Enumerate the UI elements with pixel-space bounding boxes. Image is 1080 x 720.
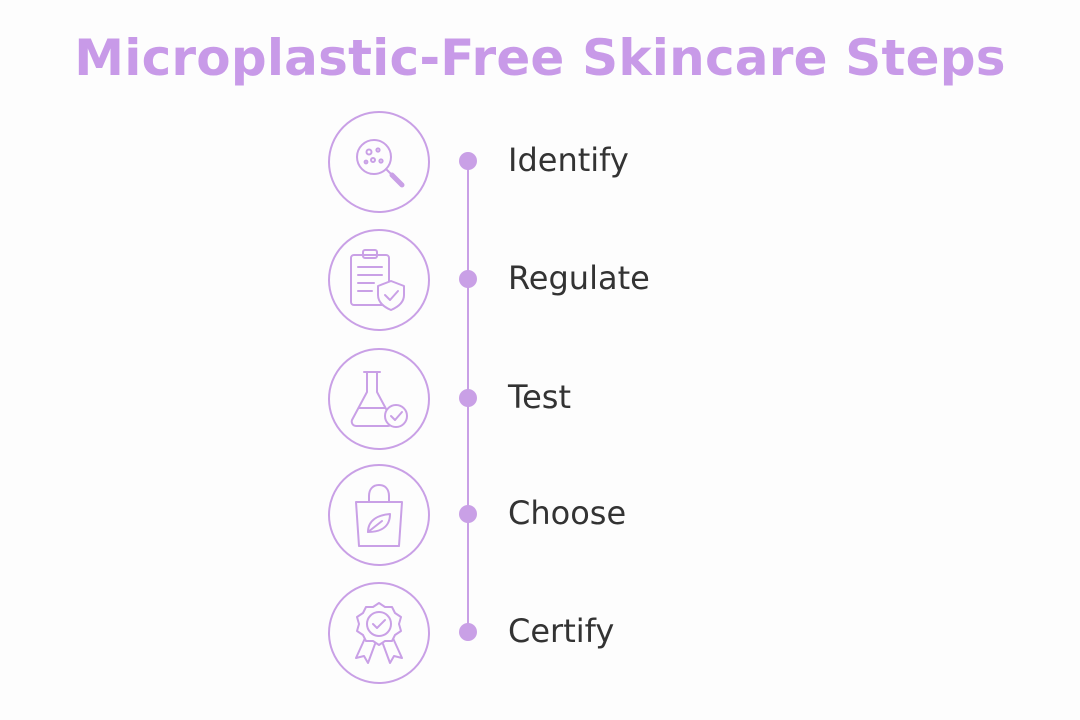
flask-check-icon	[350, 371, 408, 428]
timeline-dot	[459, 152, 477, 170]
timeline-dot	[459, 389, 477, 407]
leaf-bag-icon	[355, 484, 403, 547]
clipboard-shield-icon	[350, 249, 405, 311]
step-label: Choose	[508, 494, 627, 532]
icon-circle	[328, 582, 430, 684]
magnifier-particles-icon	[356, 139, 405, 188]
step-identify: Identify	[0, 111, 1080, 217]
step-test: Test	[0, 348, 1080, 454]
step-certify: Certify	[0, 582, 1080, 688]
award-badge-icon	[355, 602, 403, 664]
timeline-dot	[459, 623, 477, 641]
step-label: Identify	[508, 141, 629, 179]
icon-circle	[328, 229, 430, 331]
step-choose: Choose	[0, 464, 1080, 570]
icon-circle	[328, 348, 430, 450]
timeline-dot	[459, 270, 477, 288]
page-title: Microplastic-Free Skincare Steps	[74, 29, 1006, 87]
step-label: Certify	[508, 612, 615, 650]
icon-circle	[328, 464, 430, 566]
step-label: Regulate	[508, 259, 650, 297]
icon-circle	[328, 111, 430, 213]
timeline-dot	[459, 505, 477, 523]
step-label: Test	[508, 378, 572, 416]
step-regulate: Regulate	[0, 229, 1080, 335]
